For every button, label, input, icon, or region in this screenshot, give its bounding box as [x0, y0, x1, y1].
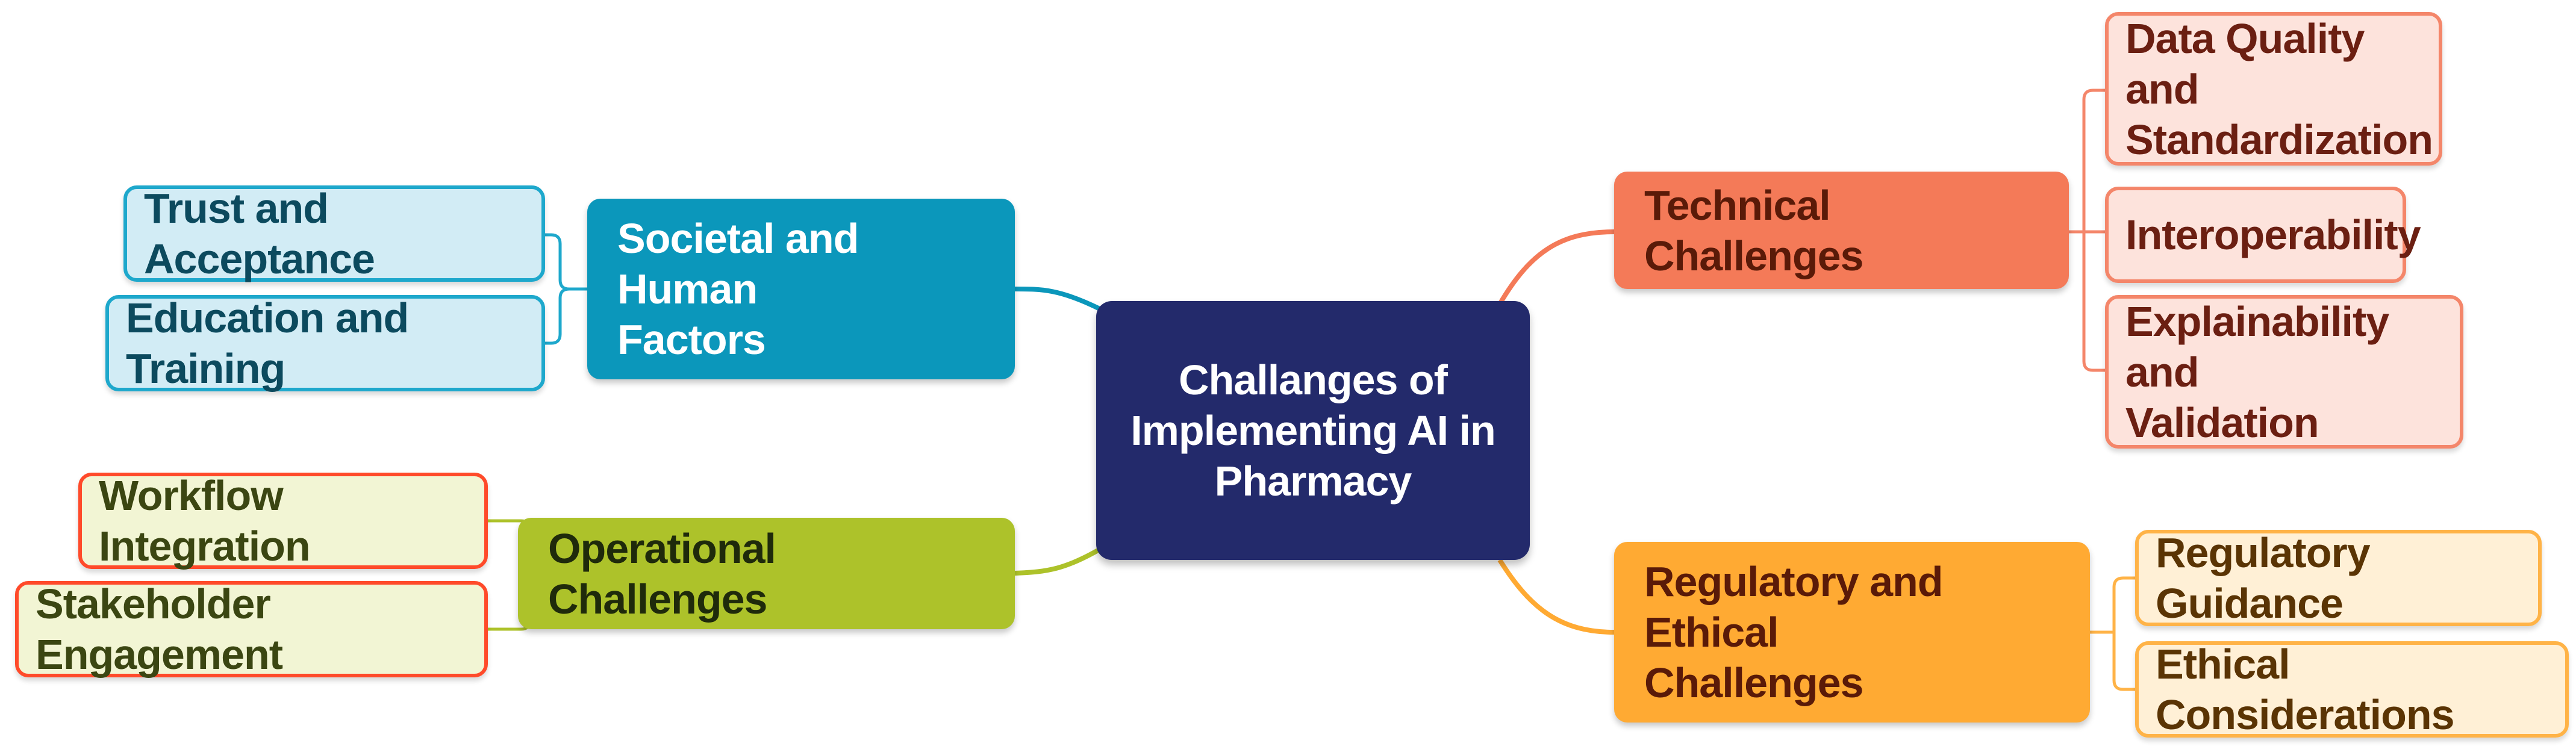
central-topic-line-3: Pharmacy — [1214, 458, 1412, 505]
branch-operational-label: Operational Challenges — [548, 524, 776, 623]
branch-societal-line-1: Societal and Human — [617, 215, 859, 312]
subtopic-trust-and-acceptance: Trust and Acceptance — [123, 185, 545, 282]
subtopic-workflow-integration: Workflow Integration — [78, 472, 488, 570]
subtopic-interoperability: Interoperability — [2105, 187, 2421, 283]
link-societal — [1014, 287, 1103, 312]
central-topic-line-1: Challanges of — [1179, 356, 1448, 403]
subtopic-label-line-2: Validation — [2125, 399, 2319, 446]
subtopic-ethical-considerations: Ethical Considerations — [2135, 641, 2569, 738]
subtopic-label: Stakeholder Engagement — [36, 580, 283, 678]
branch-societal-line-2: Factors — [617, 316, 766, 363]
link-dataq — [2069, 89, 2105, 234]
link-operational — [1014, 545, 1104, 576]
subtopic-data-quality: Data Quality and Standardization — [2105, 12, 2442, 166]
central-topic-line-2: Implementing AI in — [1131, 407, 1496, 454]
subtopic-label: Ethical Considerations — [2156, 641, 2455, 738]
subtopic-label-line-1: Explainability and — [2125, 297, 2389, 396]
central-topic: Challanges of Implementing AI in Pharmac… — [1096, 301, 1530, 560]
branch-technical-label: Technical Challenges — [1644, 181, 1863, 279]
link-technical — [1497, 229, 1615, 306]
subtopic-label-line-2: Standardization — [2125, 116, 2433, 163]
subtopic-label: Workflow Integration — [99, 472, 311, 570]
branch-technical: Technical Challenges — [1614, 172, 2069, 289]
subtopic-label: Regulatory Guidance — [2156, 529, 2371, 627]
link-explain — [2069, 230, 2105, 372]
subtopic-label: Trust and Acceptance — [144, 185, 375, 282]
branch-operational: Operational Challenges — [518, 518, 1015, 629]
subtopic-stakeholder-engagement: Stakeholder Engagement — [15, 580, 488, 678]
link-trust — [545, 233, 587, 291]
branch-regulatory: Regulatory and Ethical Challenges — [1614, 542, 2090, 723]
link-education — [545, 287, 587, 345]
branch-societal: Societal and Human Factors — [587, 199, 1015, 379]
branch-regulatory-line-2: Challenges — [1644, 659, 1863, 706]
link-regulatory — [1497, 558, 1615, 635]
subtopic-explainability: Explainability and Validation — [2105, 295, 2463, 449]
subtopic-label: Interoperability — [2125, 211, 2421, 258]
link-regguide — [2090, 576, 2135, 634]
branch-regulatory-line-1: Regulatory and Ethical — [1644, 558, 1944, 656]
subtopic-label-line-1: Data Quality and — [2125, 14, 2365, 113]
subtopic-regulatory-guidance: Regulatory Guidance — [2135, 529, 2542, 627]
subtopic-education-and-training: Education and Training — [105, 294, 545, 392]
subtopic-label: Education and Training — [126, 294, 409, 392]
link-ethical — [2090, 630, 2135, 691]
